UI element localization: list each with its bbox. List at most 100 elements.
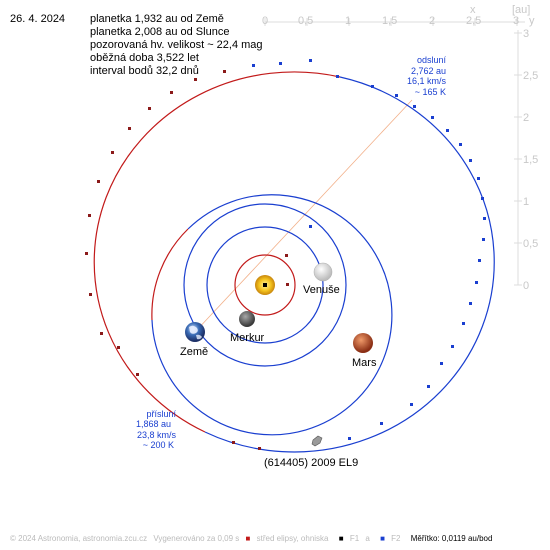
mars-orbit-blue — [151, 194, 393, 436]
footer-f1-label: F1 — [349, 534, 360, 543]
x-tick: 1,5 — [382, 15, 397, 27]
orbit-point — [286, 283, 289, 286]
footer-a-label: a — [365, 534, 370, 543]
orbit-point — [223, 70, 226, 73]
venus-icon — [313, 262, 333, 282]
sun-icon — [255, 275, 275, 295]
orbit-point — [258, 447, 261, 450]
orbit-point — [482, 238, 485, 241]
orbit-point — [451, 345, 454, 348]
perihelion-speed: 23,8 km/s — [137, 430, 177, 440]
footer: © 2024 Astronomia, astronomia.zcu.cz Vyg… — [10, 534, 496, 543]
orbit-point — [475, 281, 478, 284]
info-panel: planetka 1,932 au od Země planetka 2,008… — [90, 13, 263, 78]
footer-scale: Měřítko: 0,0119 au/bod — [410, 534, 493, 543]
asteroid-orbit-red — [93, 71, 341, 433]
mercury-label: Merkur — [230, 332, 265, 344]
orbit-point — [97, 180, 100, 183]
orbit-point — [483, 217, 486, 220]
asteroid-orbit-blue — [204, 76, 495, 453]
orbit-point — [371, 85, 374, 88]
orbit-point — [117, 346, 120, 349]
au-unit: [au] — [512, 4, 530, 16]
x-tick: 1 — [345, 15, 351, 27]
ellipse-center-marker — [285, 254, 288, 257]
venus-label: Venuše — [303, 284, 340, 296]
aphelion-distance: 2,762 au — [411, 66, 446, 76]
orbit-point — [309, 59, 312, 62]
y-scale — [514, 30, 522, 286]
x-unit: x — [470, 4, 476, 16]
orbit-point — [279, 62, 282, 65]
orbit-point — [446, 129, 449, 132]
earth-orbit — [183, 203, 347, 367]
y-unit: y — [529, 15, 535, 27]
orbit-point — [309, 225, 312, 228]
orbit-point — [413, 105, 416, 108]
orbit-point — [477, 177, 480, 180]
mercury-orbit — [234, 254, 296, 316]
orbit-point — [481, 197, 484, 200]
orbit-point — [252, 64, 255, 67]
info-earth-distance: planetka 1,932 au od Země — [90, 13, 224, 25]
y-tick: 2,5 — [523, 70, 538, 82]
mars-icon — [353, 333, 373, 353]
y-tick: 1,5 — [523, 154, 538, 166]
x-tick: 2,5 — [466, 15, 481, 27]
mars-orbit-red — [151, 228, 189, 321]
orbit-point — [336, 75, 339, 78]
x-tick: 2 — [429, 15, 435, 27]
orbit-point — [348, 437, 351, 440]
orbit-points-red — [85, 70, 289, 450]
aphelion-temperature: ~ 165 K — [415, 87, 446, 97]
x-scale — [264, 18, 525, 26]
x-tick: 3 — [513, 15, 519, 27]
venus-orbit — [206, 226, 324, 344]
mars-label: Mars — [352, 357, 377, 369]
date-label: 26. 4. 2024 — [10, 13, 66, 25]
orbit-point — [100, 332, 103, 335]
orbit-point — [380, 422, 383, 425]
footer-legend-f2: ■ F2 — [380, 534, 401, 543]
orbit-point — [478, 259, 481, 262]
orbit-point — [85, 252, 88, 255]
footer-legend-center: ■ střed elipsy, ohniska — [245, 534, 329, 543]
y-tick: 3 — [523, 28, 529, 40]
orbit-point — [194, 78, 197, 81]
y-tick: 0,5 — [523, 238, 538, 250]
aphelion-title: odsluní — [417, 55, 447, 65]
mercury-icon — [239, 311, 255, 327]
orbit-point — [427, 385, 430, 388]
orbit-point — [88, 214, 91, 217]
orbit-point — [469, 159, 472, 162]
info-orbital-period: oběžná doba 3,522 let — [90, 52, 199, 64]
footer-copyright: © 2024 Astronomia, astronomia.zcu.cz — [10, 534, 148, 543]
orbit-points — [252, 59, 486, 440]
footer-f2-label: F2 — [391, 534, 401, 543]
info-sun-distance: planetka 2,008 au od Slunce — [90, 26, 230, 38]
x-tick: 0,5 — [298, 15, 313, 27]
perihelion-distance: 1,868 au — [136, 419, 171, 429]
perihelion-title: přísluní — [146, 409, 176, 419]
info-magnitude: pozorovaná hv. velikost ~ 22,4 mag — [90, 39, 263, 51]
y-tick: 2 — [523, 112, 529, 124]
y-tick: 0 — [523, 280, 529, 292]
orbit-point — [395, 94, 398, 97]
orbit-point — [148, 107, 151, 110]
asteroid-icon — [311, 435, 323, 447]
orbit-point — [410, 403, 413, 406]
asteroid-label: (614405) 2009 EL9 — [264, 457, 358, 469]
orbit-point — [170, 91, 173, 94]
orbit-point — [136, 373, 139, 376]
perihelion-temperature: ~ 200 K — [143, 440, 174, 450]
orbit-point — [459, 143, 462, 146]
orbit-point — [89, 293, 92, 296]
earth-label: Země — [180, 346, 208, 358]
footer-center-label: střed elipsy, ohniska — [256, 534, 329, 543]
orbit-point — [111, 151, 114, 154]
y-tick: 1 — [523, 196, 529, 208]
x-tick: 0 — [262, 15, 268, 27]
orbit-point — [431, 116, 434, 119]
